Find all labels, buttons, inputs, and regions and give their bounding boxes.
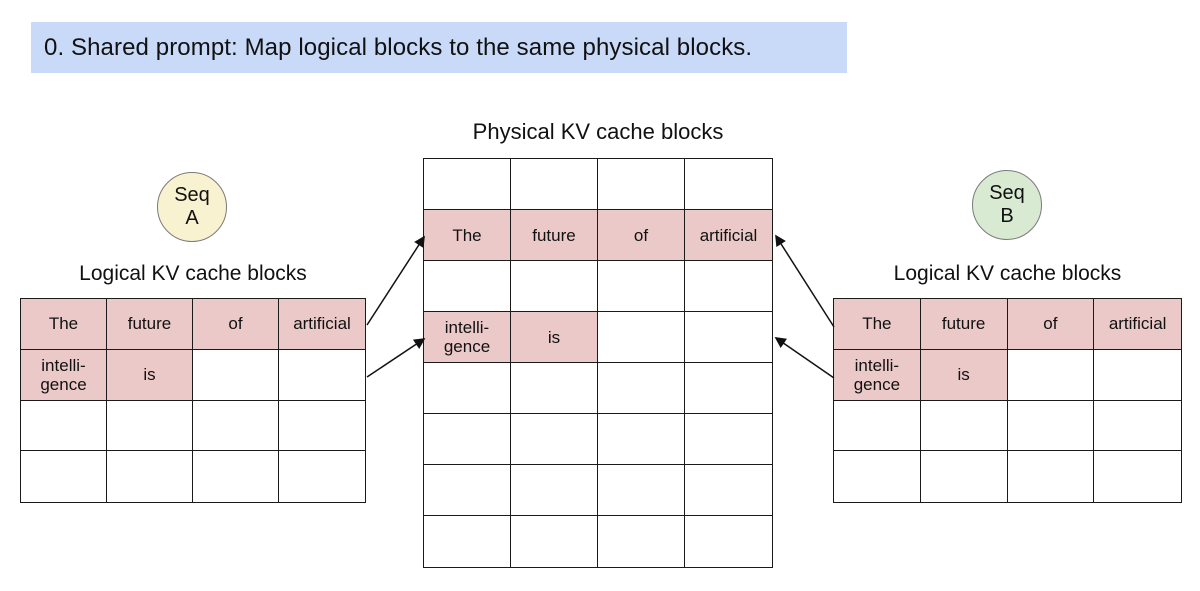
physical-kv-cell	[685, 363, 772, 414]
title-banner-text: 0. Shared prompt: Map logical blocks to …	[44, 33, 753, 61]
physical-kv-cell	[511, 414, 598, 465]
physical-kv-cell: intelli- gence	[424, 312, 511, 363]
physical-kv-cell	[598, 363, 685, 414]
logical-table-a-title: Logical KV cache blocks	[79, 262, 307, 285]
physical-kv-cell	[424, 261, 511, 312]
seq-b-badge: Seq B	[972, 170, 1042, 240]
physical-table-title: Physical KV cache blocks	[472, 119, 724, 144]
logical-a-kv-cell: intelli- gence	[21, 349, 107, 401]
physical-kv-cell	[424, 516, 511, 567]
physical-kv-cell	[511, 159, 598, 210]
logical-table-b-title: Logical KV cache blocks	[893, 262, 1122, 285]
physical-kv-cell	[598, 465, 685, 516]
physical-kv-cell	[598, 312, 685, 363]
logical-a-kv-cell	[279, 401, 365, 452]
logical-a-kv-cell: future	[107, 299, 193, 350]
physical-kv-cell: The	[424, 210, 511, 261]
logical-b-kv-cell	[1008, 451, 1095, 502]
physical-kv-cell: artificial	[685, 210, 772, 261]
logical-a-kv-cell	[279, 451, 365, 502]
logical-a-kv-cell	[21, 451, 107, 502]
logical-b-kv-cell: is	[920, 349, 1008, 401]
logical-b-kv-cell	[1007, 400, 1095, 452]
logical-b-kv-cell: artificial	[1094, 299, 1181, 350]
arrow-seq-a-block1-to-physical	[366, 338, 426, 378]
logical-a-kv-cell	[193, 349, 279, 401]
logical-a-kv-cell	[107, 400, 193, 452]
logical-a-kv-cell	[193, 400, 279, 452]
physical-kv-cell	[598, 159, 685, 210]
logical-b-kv-cell: future	[920, 299, 1008, 350]
physical-kv-cell	[685, 414, 772, 465]
seq-b-label-line2: B	[1000, 205, 1014, 227]
logical-b-kv-cell	[1094, 350, 1181, 401]
physical-kv-cell: is	[511, 312, 598, 363]
logical-a-kv-cell: The	[21, 299, 107, 350]
physical-kv-cell	[685, 516, 772, 567]
logical-b-kv-cell	[834, 451, 921, 502]
arrow-seq-a-block0-to-physical	[366, 235, 425, 326]
logical-a-kv-cell: artificial	[279, 299, 365, 350]
logical-b-kv-cell	[834, 400, 921, 452]
logical-b-kv-cell	[1007, 349, 1095, 401]
physical-kv-cell	[685, 465, 772, 516]
physical-kv-cell	[424, 159, 511, 210]
seq-a-label-line2: A	[185, 207, 199, 229]
seq-a-label-line1: Seq	[174, 184, 210, 206]
physical-kv-cell	[685, 261, 772, 312]
seq-a-badge: Seq A	[157, 172, 227, 242]
arrow-seq-b-block1-to-physical	[774, 337, 835, 379]
physical-kv-cell	[511, 363, 598, 414]
physical-kv-cell	[424, 363, 511, 414]
physical-kv-cell	[685, 159, 772, 210]
arrow-seq-b-block0-to-physical	[775, 234, 835, 328]
physical-kv-cell: of	[598, 210, 685, 261]
seq-b-label-line1: Seq	[989, 182, 1025, 204]
physical-kv-cell	[511, 516, 598, 567]
physical-kv-cell	[598, 516, 685, 567]
logical-a-kv-cell	[193, 451, 279, 502]
physical-kv-cell	[424, 465, 511, 516]
logical-a-kv-cell: of	[193, 299, 279, 350]
logical-b-kv-cell: of	[1007, 299, 1095, 350]
logical-b-kv-cell	[1094, 451, 1181, 502]
physical-kv-cell	[511, 261, 598, 312]
physical-kv-cell	[511, 465, 598, 516]
logical-b-kv-cell: The	[834, 299, 921, 350]
physical-kv-cell	[685, 312, 772, 363]
logical-b-kv-cell	[920, 400, 1008, 452]
logical-a-kv-cell	[107, 451, 193, 502]
logical-b-kv-cell	[921, 451, 1008, 502]
logical-b-kv-cell: intelli- gence	[834, 349, 921, 401]
physical-kv-cell: future	[511, 210, 598, 261]
logical-a-kv-cell	[21, 400, 107, 452]
physical-kv-cell	[598, 261, 685, 312]
physical-kv-cell	[598, 414, 685, 465]
logical-a-kv-cell: is	[107, 349, 193, 401]
physical-kv-cell	[424, 414, 511, 465]
title-banner: 0. Shared prompt: Map logical blocks to …	[31, 22, 847, 73]
logical-a-kv-cell	[279, 350, 365, 401]
logical-b-kv-cell	[1094, 401, 1181, 452]
